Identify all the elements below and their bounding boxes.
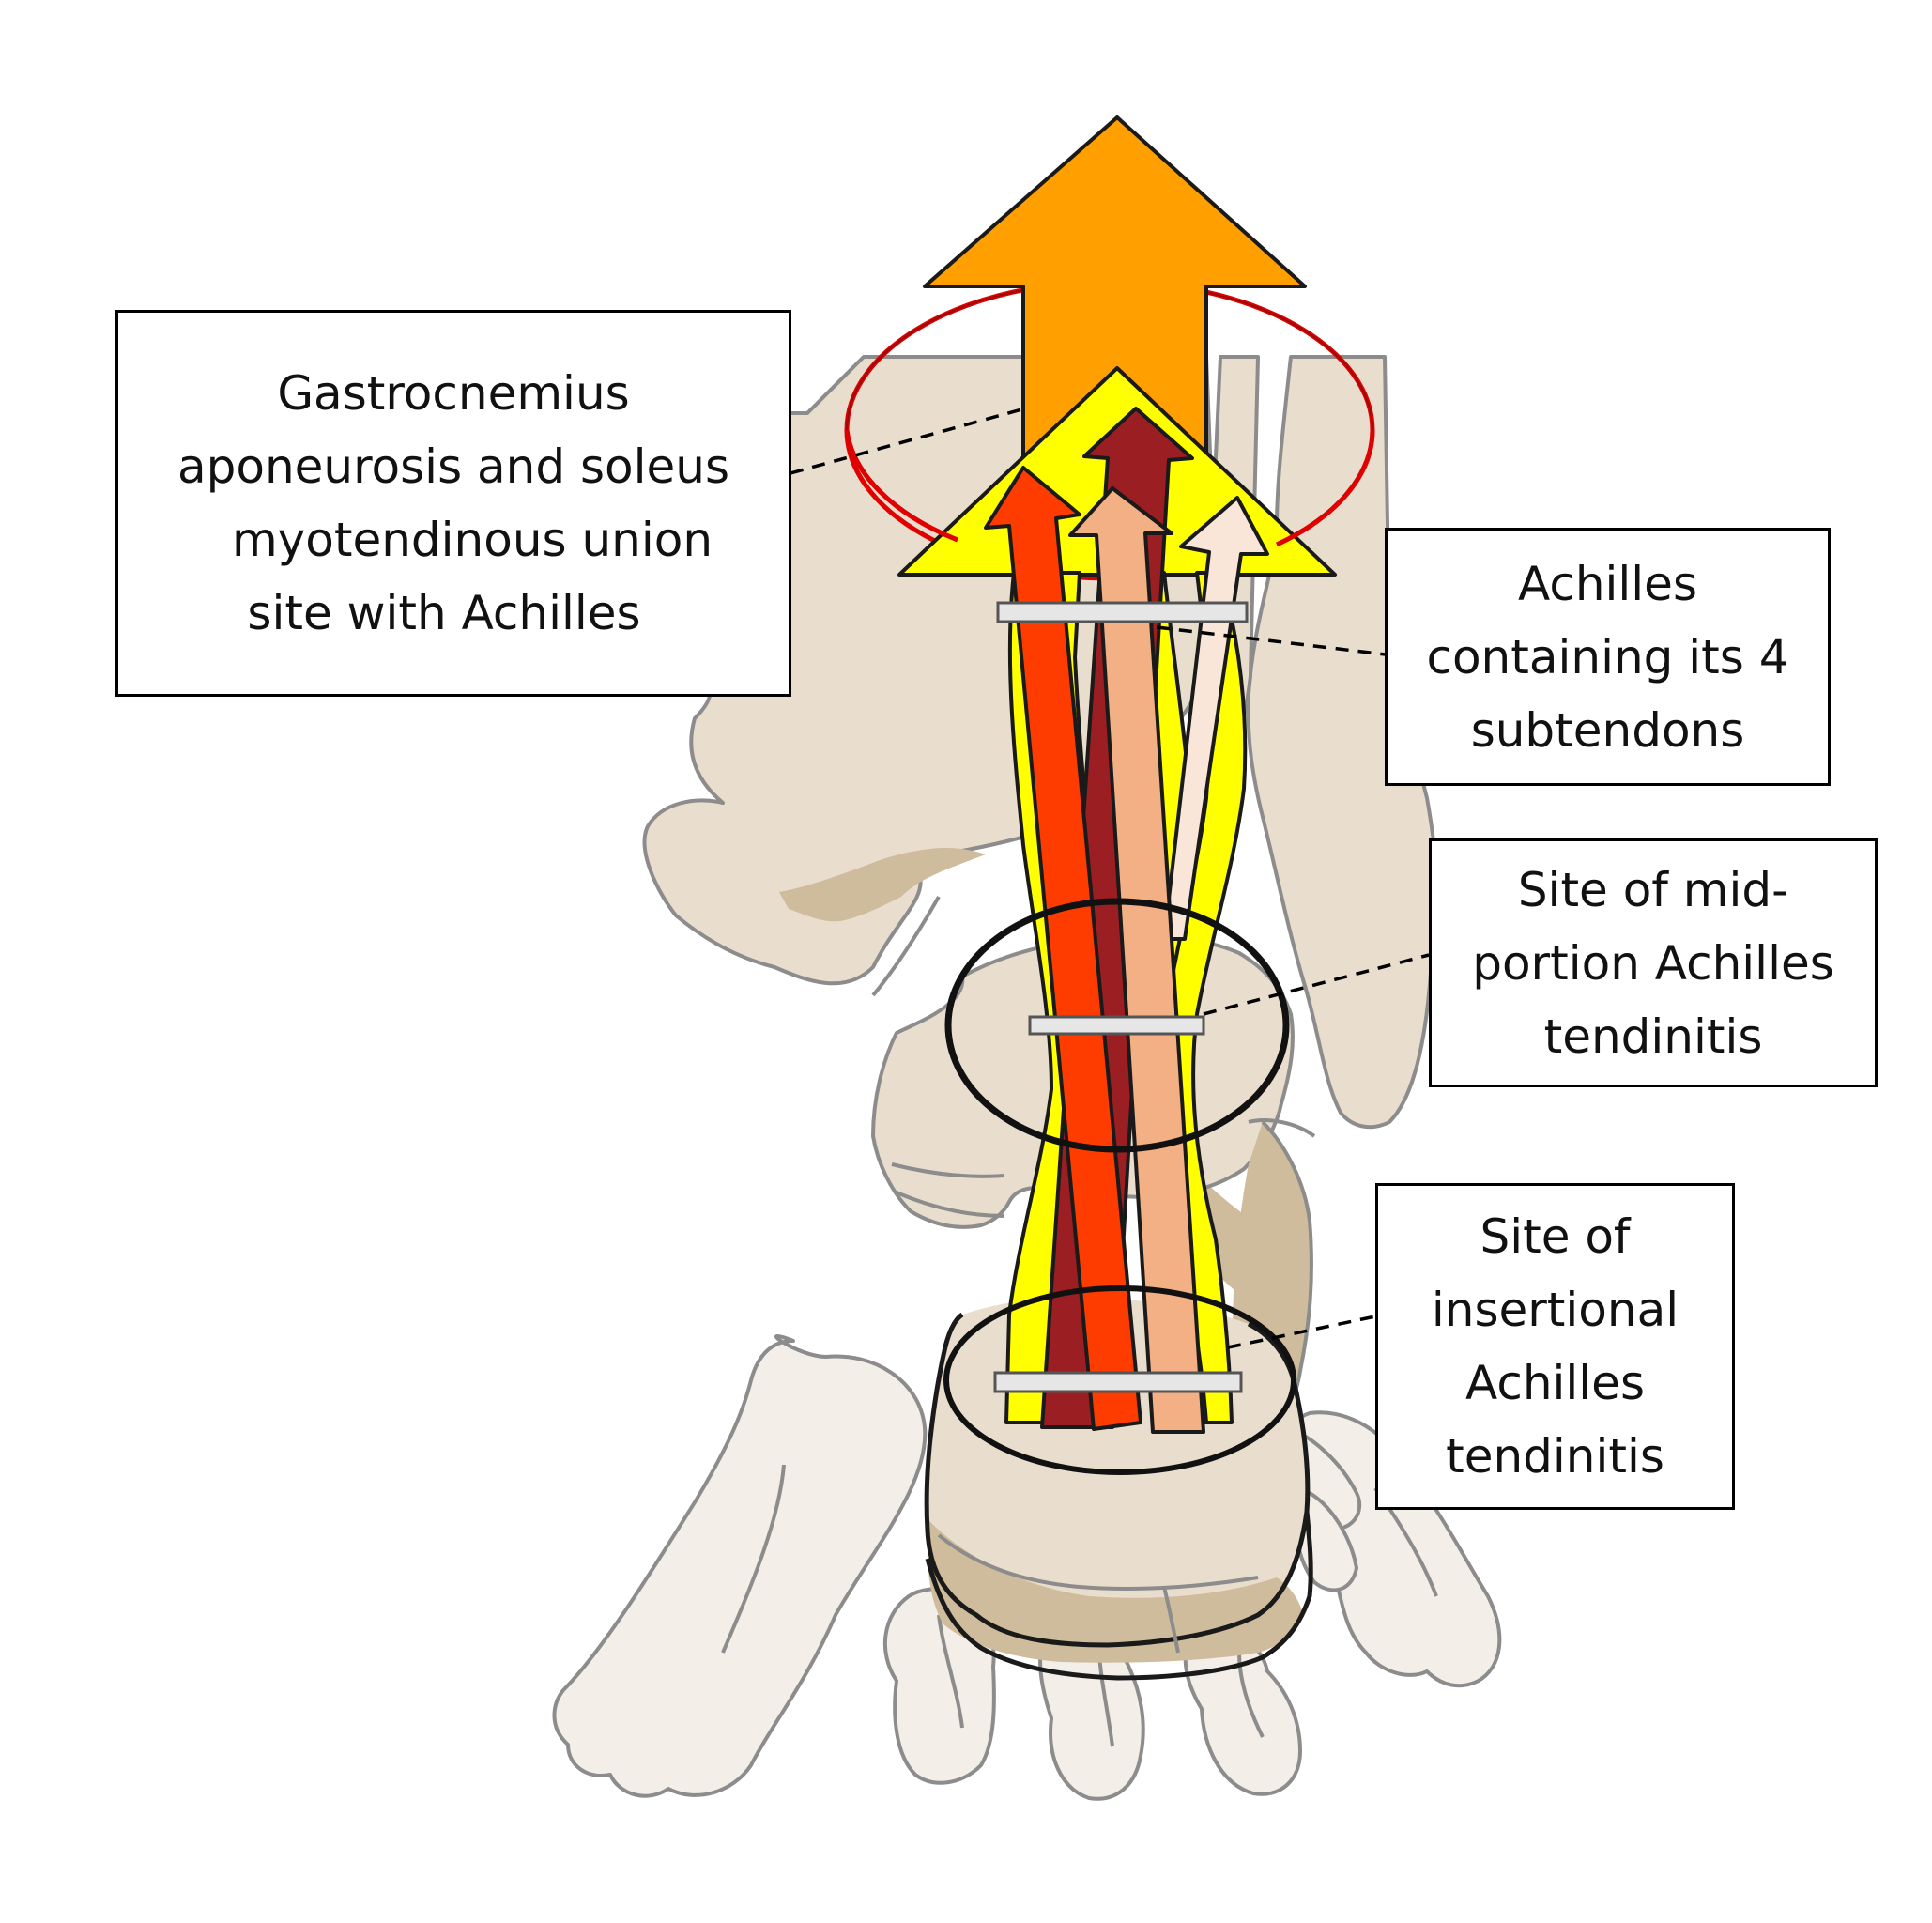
- leader-line-mid-portion: [1203, 953, 1430, 1016]
- label-aponeurosis-line-2: aponeurosis and soleus: [176, 439, 730, 494]
- mid-portion-site-circle: [944, 898, 1290, 1153]
- label-aponeurosis-line-1: Gastrocnemius: [277, 366, 630, 421]
- label-insertional-site: Site of insertional Achilles tendinitis: [1375, 1183, 1735, 1510]
- label-subtendons-line-1: Achilles: [1518, 556, 1697, 611]
- subtendon-pale-arrow: [1162, 496, 1269, 941]
- label-insertional-line-4: tendinitis: [1446, 1429, 1664, 1484]
- label-subtendons: Achilles containing its 4 subtendons: [1385, 528, 1831, 786]
- label-insertional-line-3: Achilles: [1465, 1356, 1645, 1410]
- leader-line-insertional: [1227, 1315, 1376, 1349]
- label-mid-portion-site: Site of mid- portion Achilles tendinitis: [1429, 838, 1878, 1087]
- label-aponeurosis-line-3: myotendinous union: [231, 513, 713, 567]
- subtendon-red-arrow: [984, 466, 1142, 1431]
- tendon-band-middle: [1028, 1015, 1205, 1036]
- muscle-rotation-ellipse-front: [844, 429, 958, 543]
- label-mid-portion-line-1: Site of mid-: [1517, 862, 1789, 917]
- label-subtendons-line-3: subtendons: [1470, 702, 1745, 758]
- label-subtendons-line-2: containing its 4: [1426, 629, 1789, 685]
- insertional-site-circle: [943, 1285, 1296, 1475]
- label-aponeurosis-site: Gastrocnemius aponeurosis and soleus myo…: [115, 310, 791, 697]
- label-insertional-line-2: insertional: [1431, 1283, 1679, 1337]
- leader-line-aponeurosis: [790, 407, 1026, 475]
- subtendon-salmon-arrow: [1068, 486, 1205, 1434]
- label-mid-portion-line-3: tendinitis: [1543, 1008, 1763, 1064]
- leader-line-subtendons: [1156, 625, 1387, 656]
- tendon-band-lower: [993, 1371, 1243, 1393]
- label-insertional-line-1: Site of: [1480, 1209, 1631, 1264]
- tendon-band-upper: [996, 601, 1249, 623]
- muscle-rotation-ellipse-front-right: [1275, 429, 1375, 547]
- label-mid-portion-line-2: portion Achilles: [1472, 935, 1834, 991]
- label-aponeurosis-line-4: site with Achilles: [247, 586, 641, 640]
